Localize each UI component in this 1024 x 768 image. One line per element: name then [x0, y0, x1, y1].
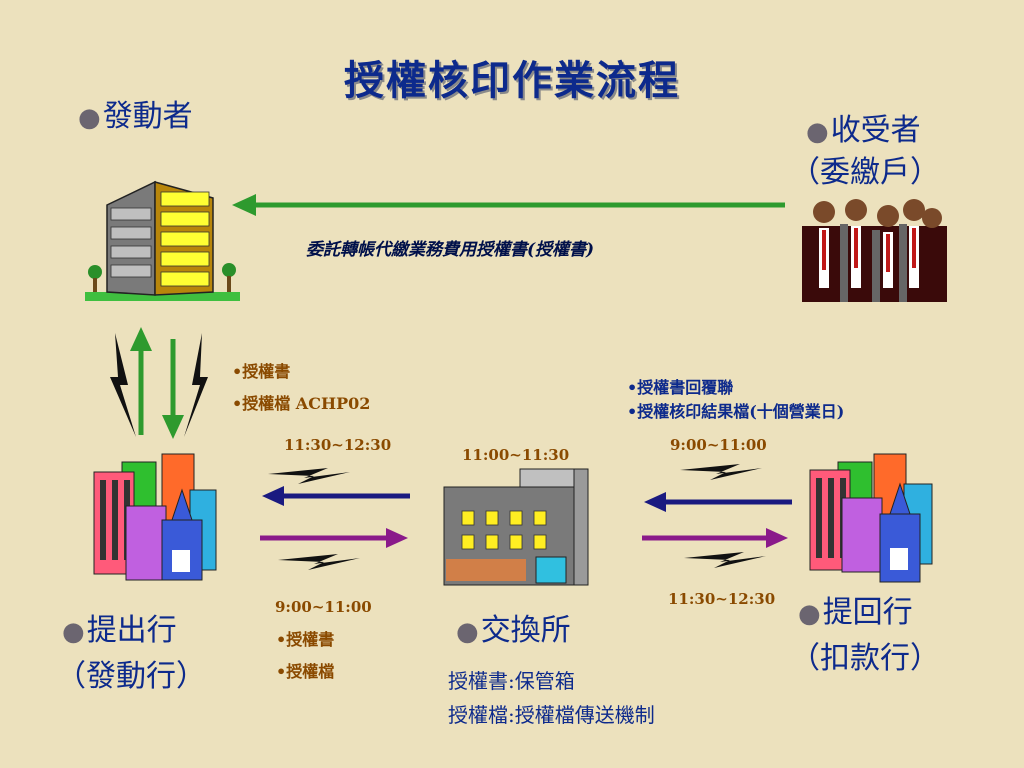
bullet-icon: ●: [798, 599, 821, 629]
customers-group-icon: [802, 196, 947, 302]
clearing-house-notes: 授權書:保管箱 授權檔:授權檔傳送機制: [448, 664, 655, 732]
up-arrow-icon: [130, 327, 152, 351]
bullet-icon: ●: [806, 117, 829, 147]
bottom-left-notes: •授權書 •授權檔: [276, 624, 334, 688]
bullet-icon: ●: [62, 617, 85, 647]
right-notes: •授權書回覆聯 •授權核印結果檔(十個營業日): [627, 376, 844, 424]
initiator-text: 發動者: [103, 99, 193, 134]
left-arrow-icon: [262, 486, 284, 506]
top-left-arrow: [230, 193, 790, 217]
returning-bank-buildings-icon: [808, 450, 938, 590]
authorization-caption: 委託轉帳代繳業務費用授權書(授權書): [306, 235, 594, 260]
time-left-bottom: 9:00~11:00: [275, 598, 372, 616]
right-arrow-icon: [766, 528, 788, 548]
down-arrow-icon: [162, 415, 184, 439]
time-left-top: 11:30~12:30: [284, 436, 391, 454]
time-center: 11:00~11:30: [462, 446, 569, 464]
bullet-icon: ●: [78, 103, 101, 133]
clearing-note-item: 授權檔:授權檔傳送機制: [448, 698, 655, 732]
receiver-text: 收受者: [831, 113, 921, 148]
bullet-icon: ●: [456, 617, 479, 647]
lightning-icon: [184, 333, 208, 437]
bottom-left-note-item: •授權書: [276, 624, 334, 656]
right-note-item: •授權核印結果檔(十個營業日): [627, 400, 844, 424]
left-arrow-icon: [644, 492, 666, 512]
right-arrow-icon: [386, 528, 408, 548]
returning-bank-text: 提回行: [823, 595, 913, 630]
bottom-left-note-item: •授權檔: [276, 656, 334, 688]
time-right-bottom: 11:30~12:30: [668, 590, 775, 608]
right-note-item: •授權書回覆聯: [627, 376, 844, 400]
initiator-label: ●發動者: [78, 96, 193, 139]
left-note-item: •授權書: [232, 356, 370, 388]
office-building-icon: [85, 180, 240, 305]
receiver-sub-label: （委繳戶）: [790, 152, 940, 194]
clearing-house-label: ●交換所: [456, 610, 571, 653]
returning-bank-arrows: [640, 460, 795, 575]
presenting-bank-sub-label: （發動行）: [56, 656, 206, 698]
presenting-bank-text: 提出行: [87, 613, 177, 648]
clearing-house-building-icon: [440, 465, 590, 587]
vertical-transfer-arrows: [100, 325, 215, 445]
time-right-top: 9:00~11:00: [670, 436, 767, 454]
lightning-icon: [278, 554, 360, 570]
presenting-bank-label: ●提出行: [62, 610, 177, 653]
lightning-icon: [268, 468, 350, 484]
returning-bank-sub-label: （扣款行）: [790, 638, 940, 680]
left-notes: •授權書 •授權檔 ACHP02: [232, 356, 370, 420]
left-note-item: •授權檔 ACHP02: [232, 388, 370, 420]
presenting-bank-arrows: [258, 460, 413, 575]
clearing-note-item: 授權書:保管箱: [448, 664, 655, 698]
lightning-icon: [684, 552, 766, 568]
receiver-label: ●收受者: [806, 110, 921, 153]
returning-bank-label: ●提回行: [798, 592, 913, 635]
presenting-bank-buildings-icon: [92, 450, 222, 590]
clearing-house-text: 交換所: [481, 613, 571, 648]
lightning-icon: [680, 464, 762, 480]
